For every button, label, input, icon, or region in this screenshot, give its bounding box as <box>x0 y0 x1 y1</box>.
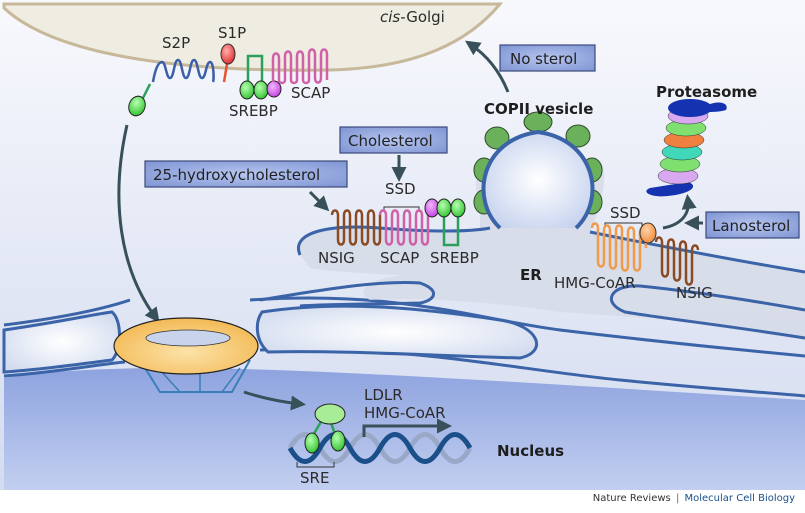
copii-vesicle <box>473 111 603 230</box>
figure-credit: Nature Reviews | Molecular Cell Biology <box>593 493 795 504</box>
dna-helix <box>287 432 473 464</box>
hydroxycholesterol-arrow <box>308 190 330 212</box>
pore-to-sre-arrow <box>243 390 306 411</box>
er-scap: SCAP <box>378 209 430 267</box>
transcription-arrow <box>362 418 452 437</box>
svg-text:HMG-CoAR: HMG-CoAR <box>554 274 636 292</box>
hmgcoar-protein: HMG-CoAR <box>554 222 657 292</box>
golgi-to-nucleus-arrow <box>117 124 160 323</box>
er-srebp: SREBP <box>424 198 479 267</box>
er-nsig: NSIG <box>318 209 382 267</box>
svg-text:No sterol: No sterol <box>510 50 577 68</box>
nucleus <box>4 368 805 490</box>
credit-separator: | <box>675 493 680 504</box>
svg-text:SREBP: SREBP <box>229 102 278 120</box>
proteasome <box>646 99 727 197</box>
svg-text:Cholesterol: Cholesterol <box>348 132 433 150</box>
golgi-membrane <box>2 2 504 72</box>
gene-label-hmgcoar: HMG-CoAR <box>364 404 446 422</box>
copii-label: COPII vesicle <box>484 100 593 118</box>
svg-text:Lanosterol: Lanosterol <box>712 217 790 235</box>
svg-text:SCAP: SCAP <box>291 84 330 102</box>
cholesterol-box: Cholesterol <box>339 126 448 154</box>
er-cisterna-lower <box>610 284 805 340</box>
er-ssd-label: SSD <box>385 180 416 198</box>
hmgcoar-nsig: NSIG <box>654 236 713 302</box>
nucleus-label: Nucleus <box>497 442 564 460</box>
golgi-scap: SCAP <box>271 48 330 102</box>
nuclear-pore <box>113 317 259 393</box>
nuclear-srebp-dimer <box>304 403 346 454</box>
s2p-protein: S2P <box>151 34 215 83</box>
hydroxycholesterol-box: 25-hydroxycholesterol <box>144 160 348 188</box>
sre-bracket <box>296 462 335 468</box>
perinuclear-lumen-right <box>255 304 539 360</box>
gene-label-ldlr: LDLR <box>364 386 403 404</box>
released-srebp-fragment <box>128 83 152 117</box>
er-cisterna-middle <box>259 280 435 308</box>
publisher-name: Nature Reviews <box>592 493 671 504</box>
lanosterol-box: Lanosterol <box>705 211 800 239</box>
svg-text:25-hydroxycholesterol: 25-hydroxycholesterol <box>153 166 320 184</box>
s1p-protein: S1P <box>218 24 246 83</box>
journal-name: Molecular Cell Biology <box>684 493 796 504</box>
svg-text:NSIG: NSIG <box>676 284 713 302</box>
svg-text:S2P: S2P <box>162 34 190 52</box>
hmgcoar-ssd-label: SSD <box>610 204 641 222</box>
svg-text:NSIG: NSIG <box>318 249 355 267</box>
nuclear-envelope-outer <box>3 296 805 358</box>
degradation-arrow <box>662 194 697 230</box>
golgi-label: cis-Golgi <box>380 8 445 26</box>
sre-label: SRE <box>300 469 329 487</box>
svg-text:SCAP: SCAP <box>380 249 419 267</box>
proteasome-label: Proteasome <box>656 83 757 101</box>
er-lumen <box>298 160 805 340</box>
er-label: ER <box>520 266 542 284</box>
copii-to-golgi-arrow <box>465 40 510 93</box>
proteasome-cap <box>668 99 712 117</box>
svg-text:SREBP: SREBP <box>430 249 479 267</box>
no-sterol-box: No sterol <box>499 44 596 72</box>
svg-text:S1P: S1P <box>218 24 246 42</box>
golgi-srebp: SREBP <box>229 54 282 120</box>
